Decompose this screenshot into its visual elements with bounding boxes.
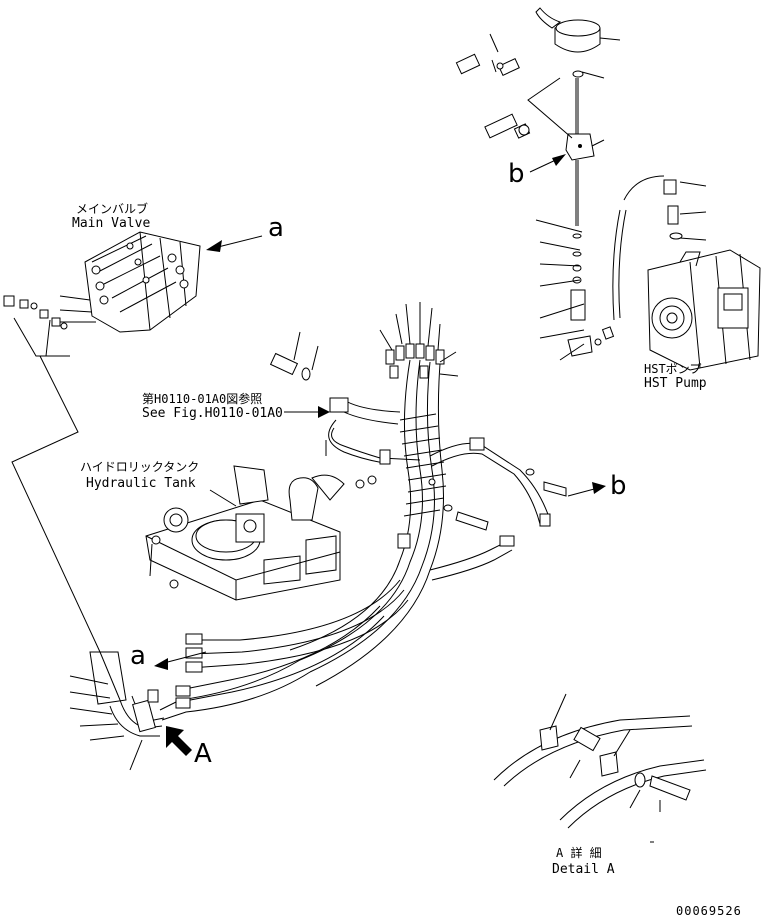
main-valve-label-jp: メインバルブ bbox=[76, 202, 149, 216]
reference-label-jp: 第H0110-01A0図参照 bbox=[142, 392, 263, 406]
hose-bundle bbox=[160, 302, 566, 720]
callout-a-left: a bbox=[130, 641, 146, 671]
detail-a-label-jp: A 詳 細 bbox=[556, 846, 602, 860]
hydraulic-tank-label-en: Hydraulic Tank bbox=[86, 476, 196, 491]
callout-a-top: a bbox=[268, 213, 284, 243]
main-valve-label-en: Main Valve bbox=[72, 216, 151, 231]
callout-b-right: b bbox=[610, 471, 627, 501]
lower-left-clamp bbox=[70, 652, 164, 770]
reference-label-en: See Fig.H0110-01A0 bbox=[142, 406, 283, 421]
hydraulic-tank bbox=[146, 440, 364, 600]
callout-big-a: A bbox=[194, 739, 212, 769]
hst-pump-label-jp: HSTポンプ bbox=[644, 362, 702, 376]
callout-b-top: b bbox=[508, 159, 525, 189]
hst-pump bbox=[595, 176, 760, 370]
accumulator-assembly bbox=[456, 8, 600, 356]
hydraulic-tank-label-jp: ハイドロリックタンク bbox=[80, 460, 200, 474]
main-valve bbox=[4, 232, 200, 356]
hst-pump-label-en: HST Pump bbox=[644, 376, 707, 391]
detail-a-label-en: Detail A bbox=[552, 862, 615, 877]
detail-a bbox=[494, 694, 706, 842]
drawing-number: 00069526 bbox=[676, 904, 742, 918]
